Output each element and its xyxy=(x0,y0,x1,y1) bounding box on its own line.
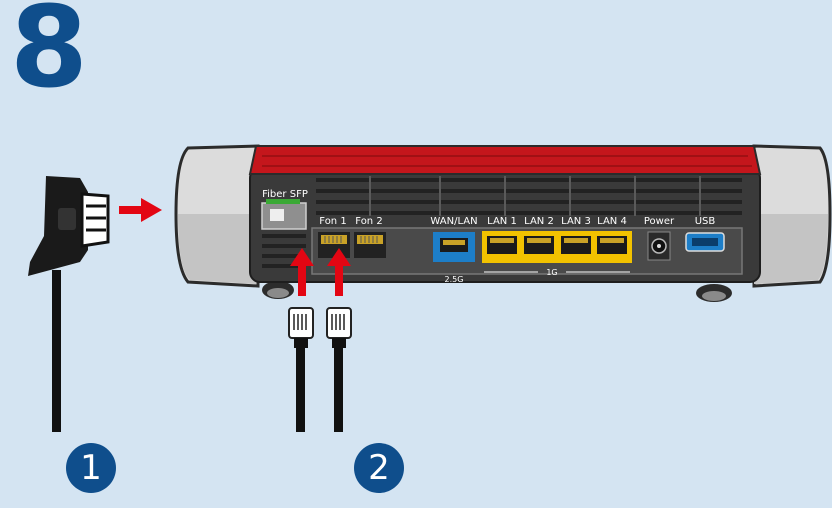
lan1-port xyxy=(487,236,517,254)
usb-port xyxy=(685,232,725,252)
wan-speed-label: 2.5G xyxy=(445,275,464,284)
router: Fiber SFP Fon 1 Fon 2 WAN/LAN xyxy=(174,144,832,302)
fon2-port xyxy=(354,232,386,258)
lan4-port xyxy=(597,236,627,254)
callout-badge-1: 1 xyxy=(66,443,116,493)
lan-speed-label: 1G xyxy=(546,268,557,277)
tae-plug xyxy=(28,176,110,432)
lan3-port xyxy=(561,236,591,254)
fon2-label: Fon 2 xyxy=(355,216,382,227)
wan-lan-port xyxy=(433,232,475,262)
fon1-port xyxy=(318,232,350,258)
wan-lan-label: WAN/LAN xyxy=(430,216,477,227)
lan4-label: LAN 4 xyxy=(597,216,627,227)
arrow-to-router xyxy=(119,198,162,222)
fon1-label: Fon 1 xyxy=(319,216,346,227)
lan2-port xyxy=(524,236,554,254)
power-port xyxy=(647,231,671,261)
fiber-sfp-label: Fiber SFP xyxy=(262,189,308,200)
phone-cable-2 xyxy=(326,248,352,432)
phone-cable-1 xyxy=(288,248,314,432)
lan2-label: LAN 2 xyxy=(524,216,554,227)
lan1-label: LAN 1 xyxy=(487,216,517,227)
lan3-label: LAN 3 xyxy=(561,216,591,227)
usb-label: USB xyxy=(695,216,716,227)
callout-badge-2: 2 xyxy=(354,443,404,493)
step-number: 8 xyxy=(10,0,88,113)
power-label: Power xyxy=(644,216,675,227)
